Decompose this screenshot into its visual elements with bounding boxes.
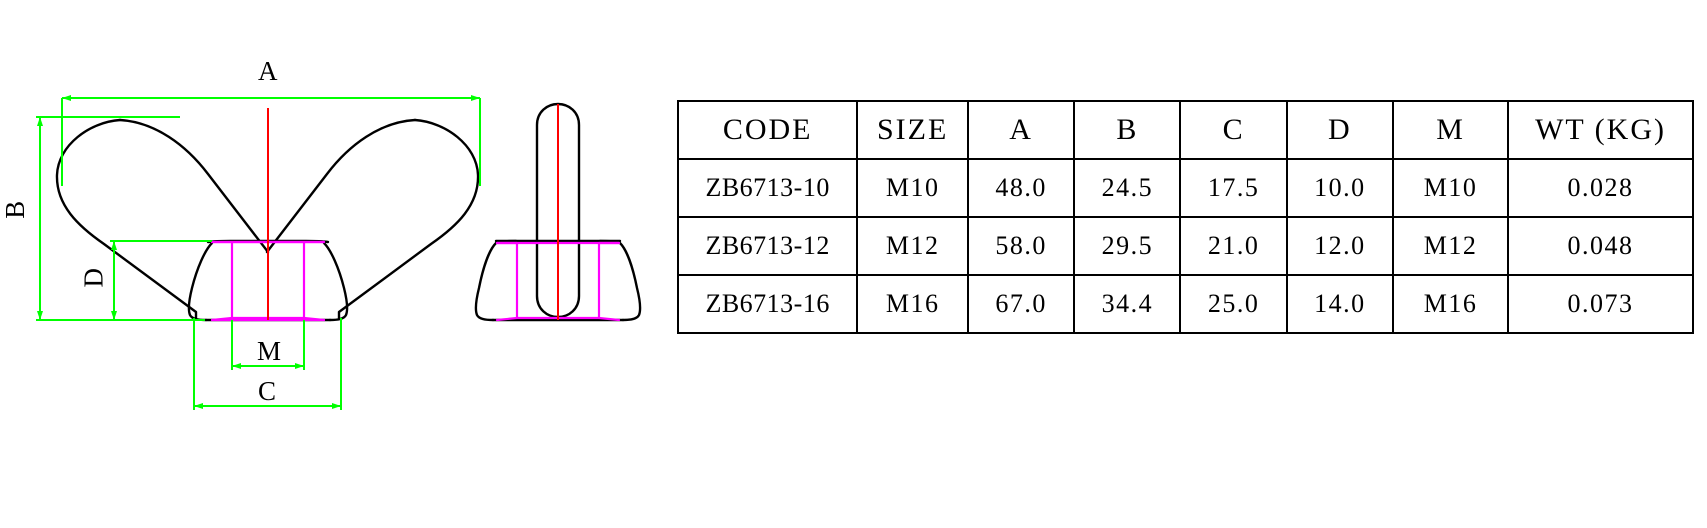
dimension-label-d: D xyxy=(78,267,109,288)
cell-b: 34.4 xyxy=(1073,274,1182,334)
table-header-row: CODE SIZE A B C D M WT (KG) xyxy=(676,100,1694,160)
cell-a: 48.0 xyxy=(966,158,1076,218)
dimension-label-b: B xyxy=(0,200,30,219)
column-header-c: C xyxy=(1179,100,1288,160)
dimension-label-c: C xyxy=(258,376,277,406)
column-header-a: A xyxy=(966,100,1076,160)
cell-m: M10 xyxy=(1391,158,1510,218)
column-header-size: SIZE xyxy=(856,100,969,160)
dimension-lines xyxy=(36,95,481,410)
cell-wt: 0.028 xyxy=(1507,158,1694,218)
cell-size: M10 xyxy=(856,158,969,218)
cell-c: 17.5 xyxy=(1179,158,1288,218)
cell-m: M12 xyxy=(1391,216,1510,276)
cell-d: 12.0 xyxy=(1285,216,1394,276)
cell-size: M12 xyxy=(856,216,969,276)
table-row: ZB6713-10 M10 48.0 24.5 17.5 10.0 M10 0.… xyxy=(676,158,1694,218)
dimension-label-m: M xyxy=(257,336,282,366)
column-header-d: D xyxy=(1285,100,1394,160)
cell-code: ZB6713-12 xyxy=(676,216,859,276)
column-header-wt: WT (KG) xyxy=(1507,100,1694,160)
cell-wt: 0.048 xyxy=(1507,216,1694,276)
cell-d: 14.0 xyxy=(1285,274,1394,334)
cell-b: 29.5 xyxy=(1073,216,1182,276)
dimension-label-a: A xyxy=(258,56,278,86)
cell-size: M16 xyxy=(856,274,969,334)
cell-d: 10.0 xyxy=(1285,158,1394,218)
cell-code: ZB6713-16 xyxy=(676,274,859,334)
column-header-code: CODE xyxy=(676,100,859,160)
column-header-m: M xyxy=(1391,100,1510,160)
cell-b: 24.5 xyxy=(1073,158,1182,218)
cell-wt: 0.073 xyxy=(1507,274,1694,334)
column-header-b: B xyxy=(1073,100,1182,160)
cell-code: ZB6713-10 xyxy=(676,158,859,218)
cell-a: 58.0 xyxy=(966,216,1076,276)
table-row: ZB6713-16 M16 67.0 34.4 25.0 14.0 M16 0.… xyxy=(676,274,1694,334)
wing-nut-drawing xyxy=(36,95,642,410)
cell-a: 67.0 xyxy=(966,274,1076,334)
cell-c: 21.0 xyxy=(1179,216,1288,276)
specification-table: CODE SIZE A B C D M WT (KG) ZB6713-10 M1… xyxy=(676,100,1694,334)
specification-table-container: CODE SIZE A B C D M WT (KG) ZB6713-10 M1… xyxy=(676,100,1694,334)
cell-m: M16 xyxy=(1391,274,1510,334)
table-row: ZB6713-12 M12 58.0 29.5 21.0 12.0 M12 0.… xyxy=(676,216,1694,276)
cell-c: 25.0 xyxy=(1179,274,1288,334)
